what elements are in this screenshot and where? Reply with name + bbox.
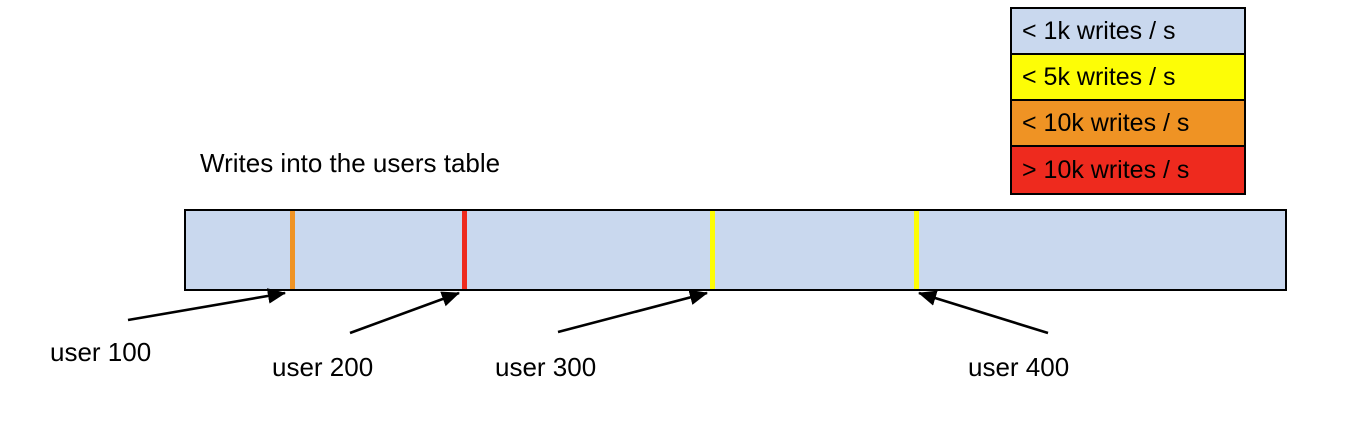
- label-user-200: user 200: [272, 352, 374, 382]
- legend-row-gt10k: > 10k writes / s: [1012, 147, 1244, 193]
- legend: < 1k writes / s < 5k writes / s < 10k wr…: [1010, 7, 1246, 195]
- arrow-user-300: [557, 289, 709, 334]
- arrow-user-200: [349, 291, 460, 335]
- label-user-300: user 300: [495, 352, 597, 382]
- arrow-user-100: [127, 288, 287, 322]
- marker-user-100: [290, 211, 295, 289]
- legend-label-lt5k: < 5k writes / s: [1022, 62, 1176, 91]
- marker-user-300: [710, 211, 715, 289]
- legend-label-lt1k: < 1k writes / s: [1022, 16, 1176, 45]
- chart-title: Writes into the users table: [200, 148, 501, 178]
- legend-label-lt10k: < 10k writes / s: [1022, 108, 1190, 137]
- legend-label-gt10k: > 10k writes / s: [1022, 155, 1190, 184]
- marker-user-200: [462, 211, 467, 289]
- legend-row-lt1k: < 1k writes / s: [1012, 9, 1244, 55]
- label-user-400: user 400: [968, 352, 1070, 382]
- arrow-user-400: [918, 290, 1049, 335]
- label-user-100: user 100: [50, 337, 152, 367]
- users-table-bar: [184, 209, 1287, 291]
- legend-row-lt10k: < 10k writes / s: [1012, 101, 1244, 147]
- marker-user-400: [914, 211, 919, 289]
- legend-row-lt5k: < 5k writes / s: [1012, 55, 1244, 101]
